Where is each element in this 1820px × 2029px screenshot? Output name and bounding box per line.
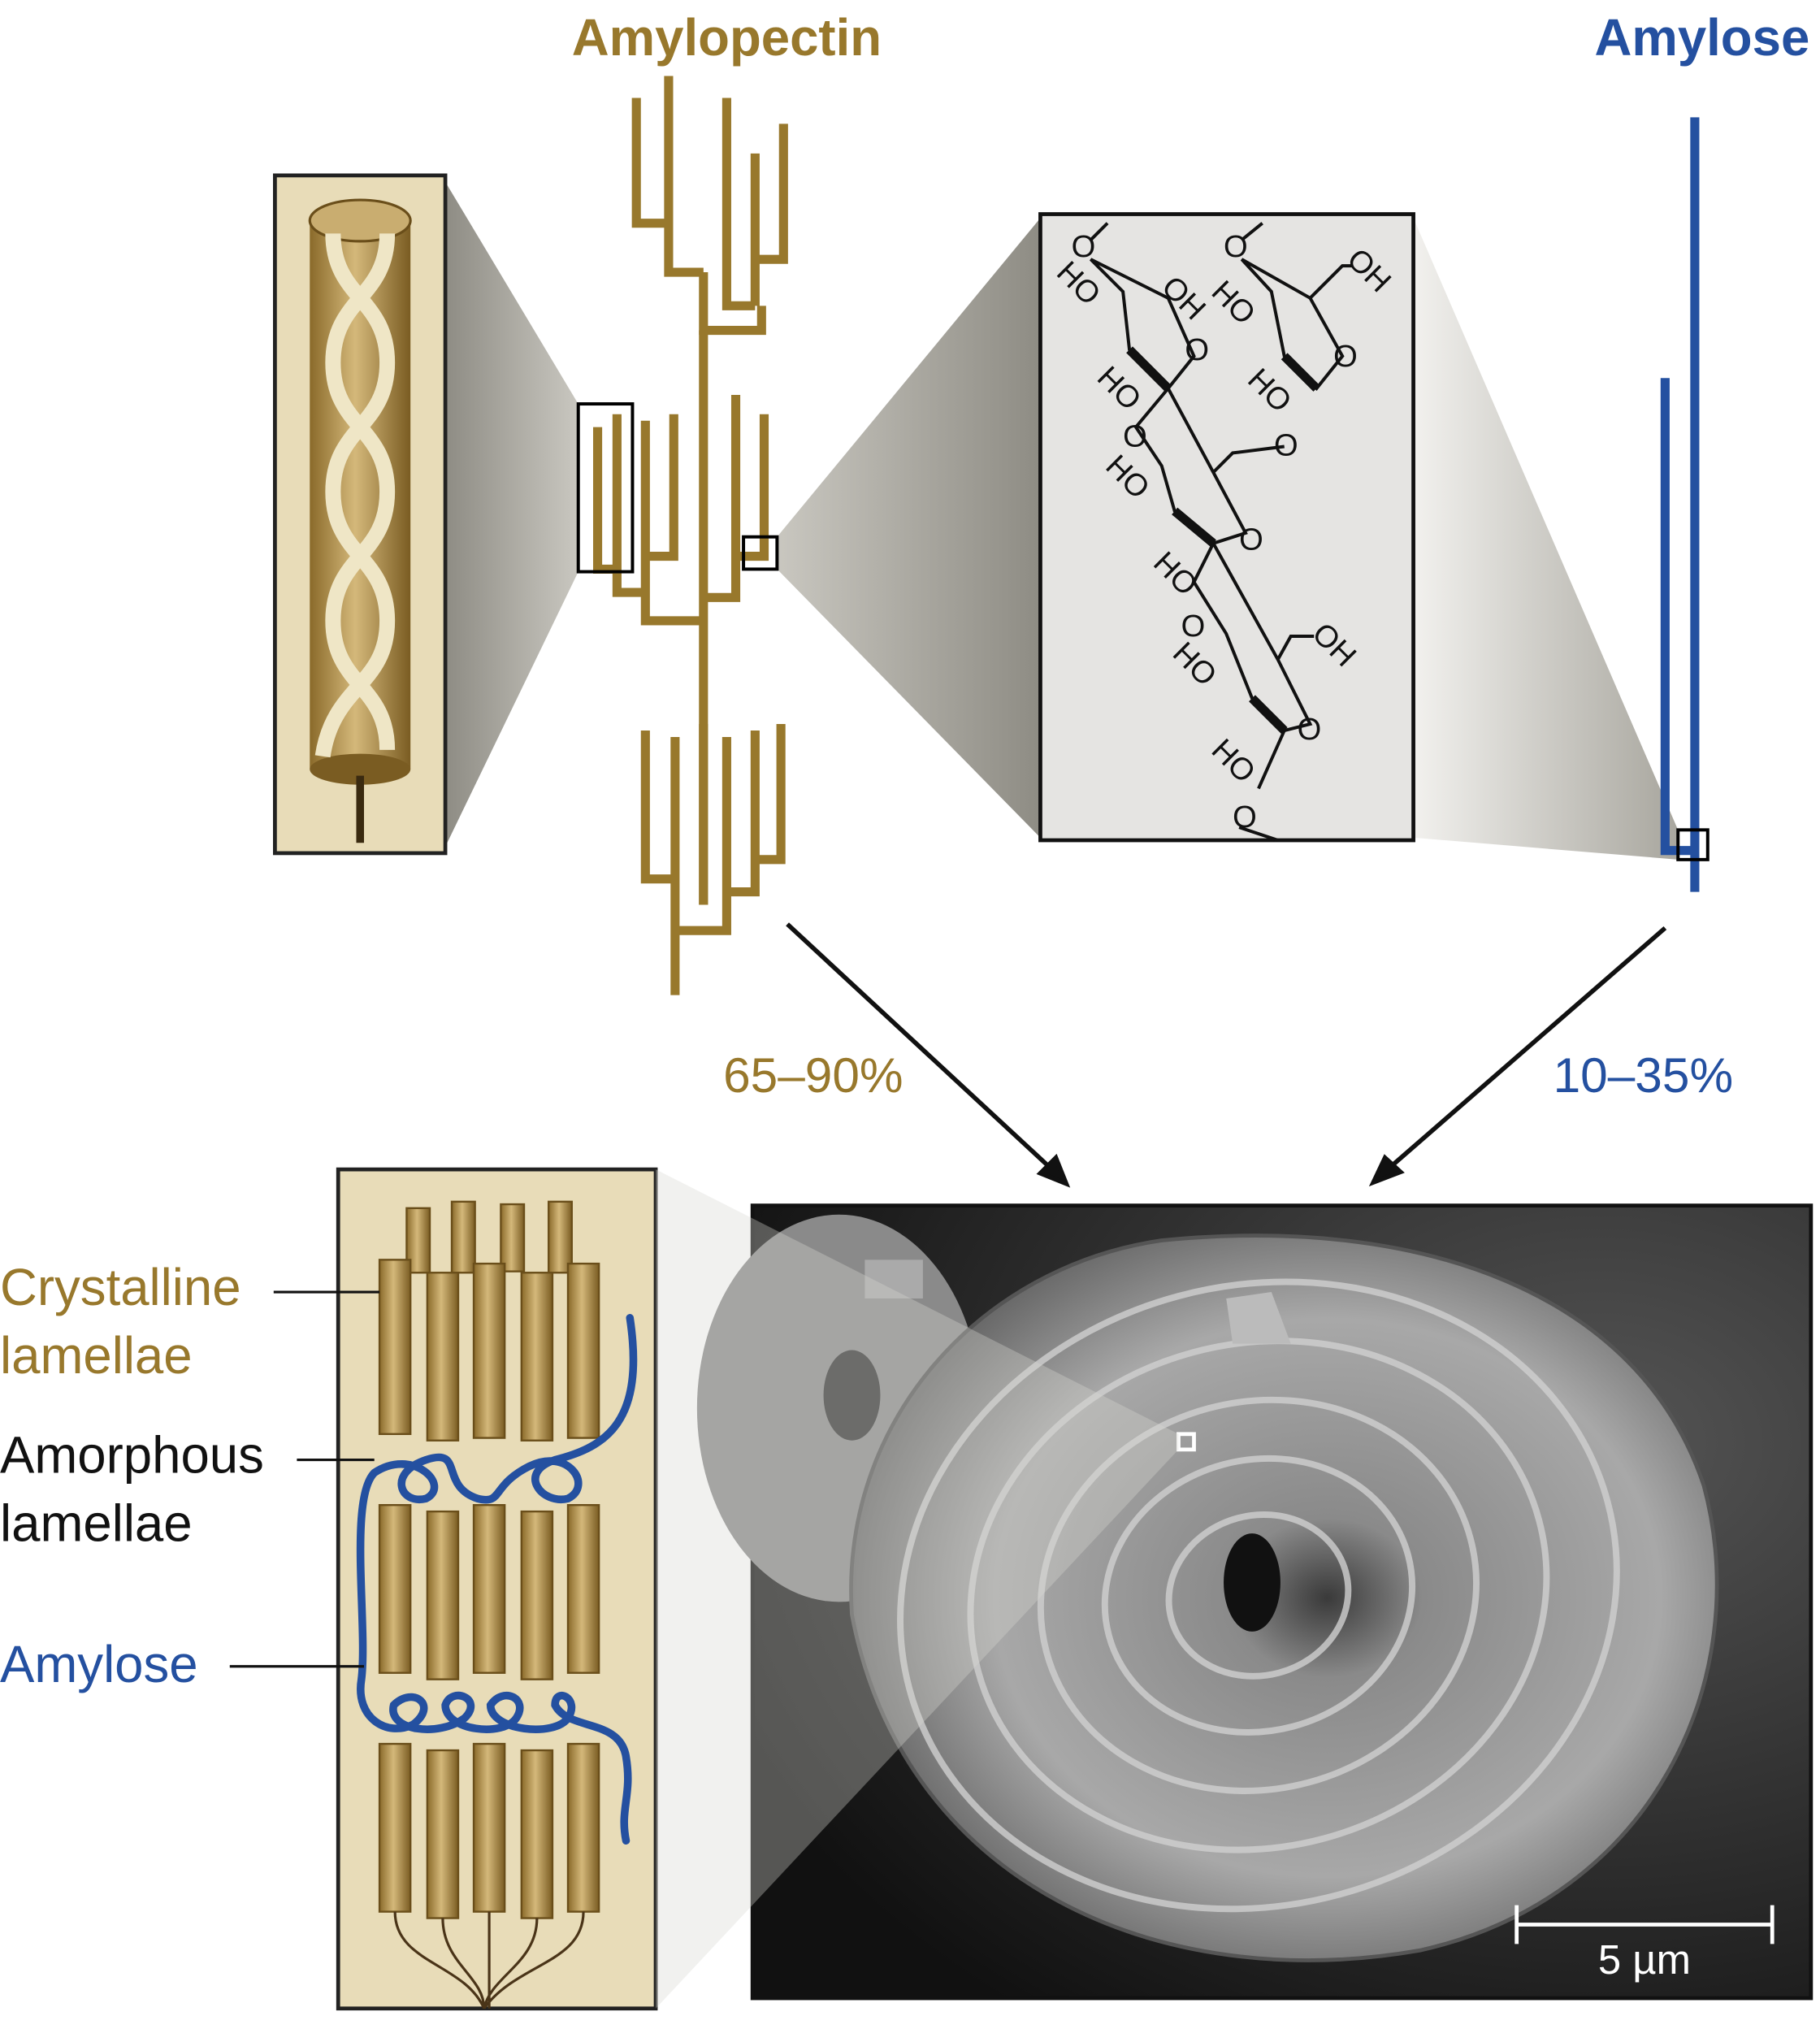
oxygen-label: O [1185, 332, 1209, 367]
amylose-coil [356, 1314, 638, 1845]
oxygen-label: O [1123, 418, 1147, 453]
scale-bar-label: 5 µm [1598, 1936, 1691, 1983]
oxygen-label: O [1239, 522, 1263, 557]
sem-micrograph-starch-granule: 5 µm [696, 1203, 1814, 2001]
amylopectin-branching-tree [592, 76, 788, 995]
oxygen-label: O [1298, 712, 1322, 747]
zoom-funnel-amylose [1413, 218, 1679, 860]
crystalline-label-line1: Crystalline [0, 1259, 241, 1316]
crystalline-label-line2: lamellae [0, 1327, 193, 1385]
amylose-selection-box [1676, 828, 1710, 861]
lamellae-selection-box [1176, 1432, 1196, 1452]
oxygen-label: O [1333, 339, 1358, 374]
amylopectin-percentage: 65–90% [723, 1047, 904, 1103]
lamellae-inset [336, 1167, 658, 2011]
oxygen-label: O [1233, 800, 1257, 835]
oxygen-label: O [1181, 609, 1206, 644]
amylopectin-title: Amylopectin [572, 9, 882, 67]
arrowhead-icon [1368, 1154, 1405, 1187]
amorphous-label-line1: Amorphous [0, 1426, 264, 1484]
arrows [786, 922, 1667, 1188]
linkage-selection-box [742, 535, 779, 571]
glucose-chain-structure: O HO OH O HO O O HO OH O HO O HO O HO O … [1038, 212, 1415, 843]
oxygen-label: O [1224, 229, 1248, 264]
zoom-funnel-chemistry [777, 218, 1041, 838]
double-helix-inset [273, 173, 448, 856]
leader-lines [229, 1290, 380, 1668]
amorphous-label-line2: lamellae [0, 1495, 193, 1553]
helix-strand [325, 233, 396, 751]
oxygen-label: O [1274, 428, 1298, 463]
zoom-funnel-lamellae [656, 1169, 1179, 2009]
amylose-chain [1660, 117, 1700, 892]
arrowhead-icon [1036, 1153, 1071, 1188]
amylose-title: Amylose [1594, 9, 1809, 67]
zoom-funnel-helix [445, 181, 578, 847]
oxygen-label: O [1072, 229, 1096, 264]
amylose-lamellae-label: Amylose [0, 1636, 198, 1693]
helix-strand [314, 233, 396, 758]
branch-selection-box [576, 402, 635, 574]
amylose-percentage: 10–35% [1554, 1047, 1734, 1103]
